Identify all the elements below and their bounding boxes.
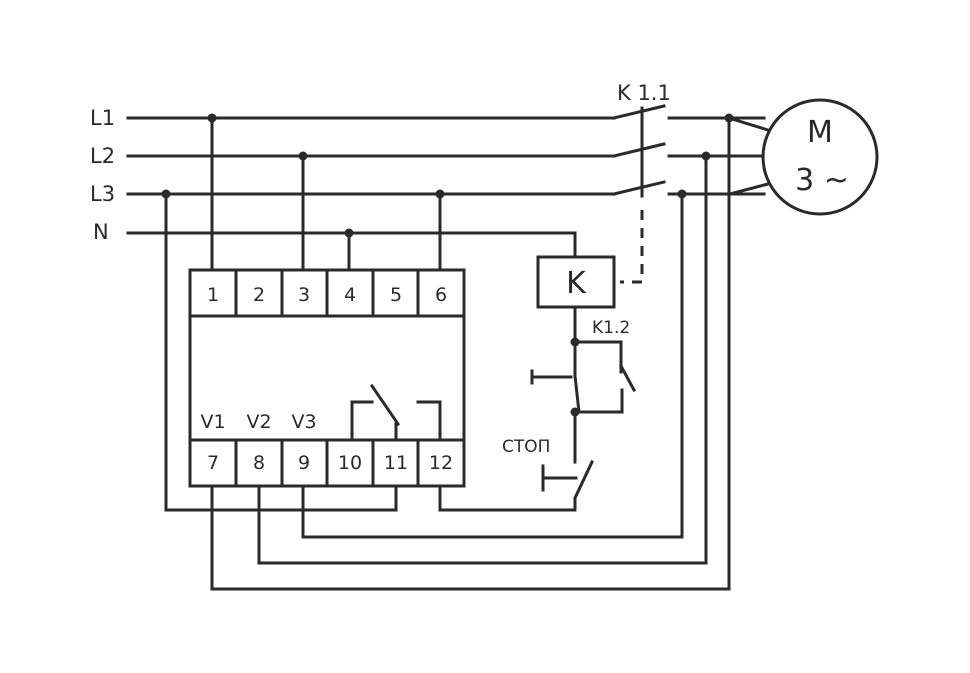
label-l1: L1 <box>90 106 115 130</box>
contactor-coil: K <box>536 255 616 309</box>
label-n: N <box>93 220 109 244</box>
label-l3: L3 <box>90 182 115 206</box>
motor-label-m: M <box>807 115 833 150</box>
mechanical-link <box>620 210 644 284</box>
stop-button-contact <box>438 410 594 512</box>
wire-v1 <box>210 116 731 591</box>
main-contactor: K 1.1 <box>612 81 766 284</box>
junction-dot <box>298 151 308 161</box>
supply-taps <box>161 113 445 512</box>
junction-dot <box>207 113 217 123</box>
main-contact-label: K 1.1 <box>617 81 671 105</box>
junction-dot <box>435 189 445 199</box>
terminal-12: 12 <box>429 452 453 474</box>
junction-dot <box>161 189 171 199</box>
motor-terminal-leads <box>680 116 770 196</box>
terminal-1: 1 <box>207 284 219 306</box>
junction-dot <box>344 228 354 238</box>
coil-label: K <box>566 266 587 301</box>
motor: M 3 ~ <box>680 98 879 216</box>
supply-lines <box>126 116 616 259</box>
wire-v2 <box>257 154 708 565</box>
label-l2: L2 <box>90 144 115 168</box>
motor-label-phase: 3 ~ <box>795 163 849 198</box>
main-contact-blades <box>612 104 666 196</box>
input-v2: V2 <box>246 411 271 433</box>
stop-button-label: СТОП <box>502 437 550 457</box>
terminal-8: 8 <box>253 452 265 474</box>
wire-v3 <box>301 192 684 539</box>
terminal-3: 3 <box>298 284 310 306</box>
control-relay: 1 2 3 4 5 6 7 8 9 10 11 12 V1 V2 V3 <box>188 268 466 488</box>
aux-contact-k12 <box>573 340 637 414</box>
terminal-7: 7 <box>207 452 219 474</box>
terminal-2: 2 <box>253 284 265 306</box>
control-circuit: K1.2 СТОП <box>438 305 637 512</box>
relay-top-dividers <box>234 268 420 318</box>
terminal-5: 5 <box>390 284 402 306</box>
aux-contact-label: K1.2 <box>592 318 630 338</box>
terminal-4: 4 <box>344 284 356 306</box>
input-v1: V1 <box>200 411 225 433</box>
start-button-actuator <box>530 369 573 385</box>
terminal-10: 10 <box>338 452 362 474</box>
start-button-contact <box>573 374 581 414</box>
terminal-6: 6 <box>435 284 447 306</box>
motor-circle <box>761 98 879 216</box>
relay-bottom-dividers <box>234 438 420 488</box>
terminal-9: 9 <box>298 452 310 474</box>
input-v3: V3 <box>291 411 316 433</box>
coil-box <box>536 255 616 309</box>
relay-output-contact <box>350 383 401 442</box>
tap-l3-term11 <box>164 192 398 512</box>
terminal-11: 11 <box>384 452 408 474</box>
wire-n <box>126 231 577 259</box>
relay-output-contact-nc <box>416 400 442 442</box>
stop-button-actuator <box>541 464 578 492</box>
